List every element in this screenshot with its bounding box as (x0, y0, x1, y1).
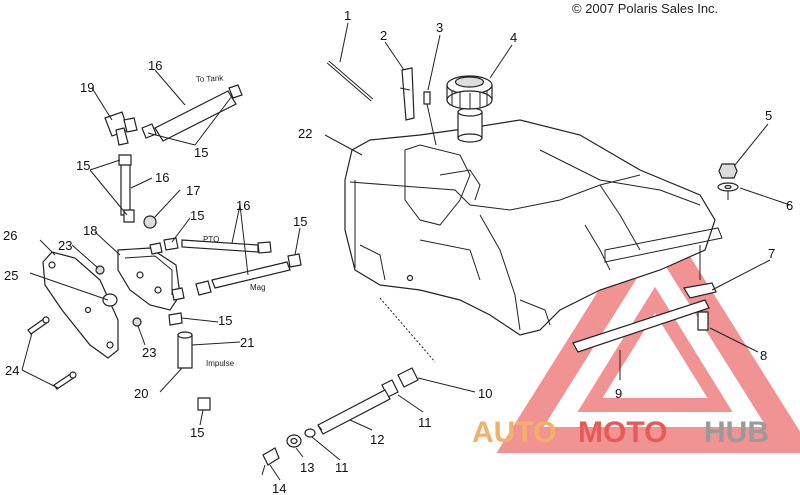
callout-26: 26 (3, 228, 17, 243)
callout-15f: 15 (190, 425, 204, 440)
fuel-cap (446, 75, 493, 143)
callout-24: 24 (5, 363, 19, 378)
fuel-tank (344, 119, 723, 336)
callout-14: 14 (272, 481, 286, 495)
callout-20: 20 (134, 386, 148, 401)
callout-15b: 15 (76, 158, 90, 173)
vent-line (326, 60, 374, 102)
callout-5: 5 (765, 108, 772, 123)
callout-3: 3 (436, 20, 443, 35)
pto-hose (163, 237, 272, 254)
callout-10: 10 (478, 386, 492, 401)
callout-numbers: 1 2 3 4 5 6 7 8 9 10 11 11 12 13 14 15 1… (3, 8, 793, 495)
hose-upper (141, 84, 243, 142)
tank-bracket (399, 67, 415, 121)
watermark-moto: MOTO (578, 416, 667, 449)
callout-19: 19 (80, 80, 94, 95)
watermark-hub: HUB (704, 416, 769, 449)
callout-11b: 11 (335, 460, 349, 475)
callout-15c: 15 (190, 208, 204, 223)
nut-and-washer (717, 163, 739, 200)
label-mag: Mag (250, 283, 266, 292)
callout-18: 18 (83, 223, 97, 238)
callout-1: 1 (344, 8, 351, 23)
mag-hose (195, 253, 302, 296)
callout-21: 21 (240, 335, 254, 350)
pump-bracket (42, 251, 119, 359)
callout-12: 12 (370, 432, 384, 447)
callout-11a: 11 (418, 415, 432, 430)
callout-7: 7 (768, 246, 775, 261)
callout-16a: 16 (148, 58, 162, 73)
impulse-hose (168, 312, 211, 411)
clamp-17 (143, 215, 157, 229)
callout-23b: 23 (142, 345, 156, 360)
watermark-logo: AUTO MOTO HUB (472, 416, 769, 449)
callout-16c: 16 (236, 198, 250, 213)
callout-22: 22 (298, 126, 312, 141)
callout-25: 25 (4, 268, 18, 283)
bolts-24 (27, 316, 77, 390)
callout-2: 2 (380, 28, 387, 43)
callout-16b: 16 (155, 170, 169, 185)
callout-15d: 15 (293, 214, 307, 229)
label-pto: PTO (203, 235, 219, 244)
callout-6: 6 (786, 198, 793, 213)
callout-15e: 15 (218, 313, 232, 328)
tank-strap (572, 245, 717, 353)
callout-23a: 23 (58, 238, 72, 253)
label-to-tank: To Tank (196, 74, 225, 84)
fuel-pump (117, 242, 185, 311)
watermark-triangle (496, 200, 800, 453)
callout-17: 17 (186, 183, 200, 198)
callout-15a: 15 (194, 145, 208, 160)
leader-lines (21, 22, 791, 481)
callout-13: 13 (300, 460, 314, 475)
callout-8: 8 (760, 348, 767, 363)
clip (423, 91, 437, 146)
washer-23b (132, 317, 142, 327)
callout-9: 9 (615, 386, 622, 401)
outlet-hose-assembly (261, 297, 436, 476)
hose-middle (118, 154, 135, 223)
label-impulse: Impulse (206, 359, 235, 368)
callout-4: 4 (510, 30, 517, 45)
copyright-text: © 2007 Polaris Sales Inc. (572, 1, 718, 16)
watermark-auto: AUTO (472, 416, 556, 449)
